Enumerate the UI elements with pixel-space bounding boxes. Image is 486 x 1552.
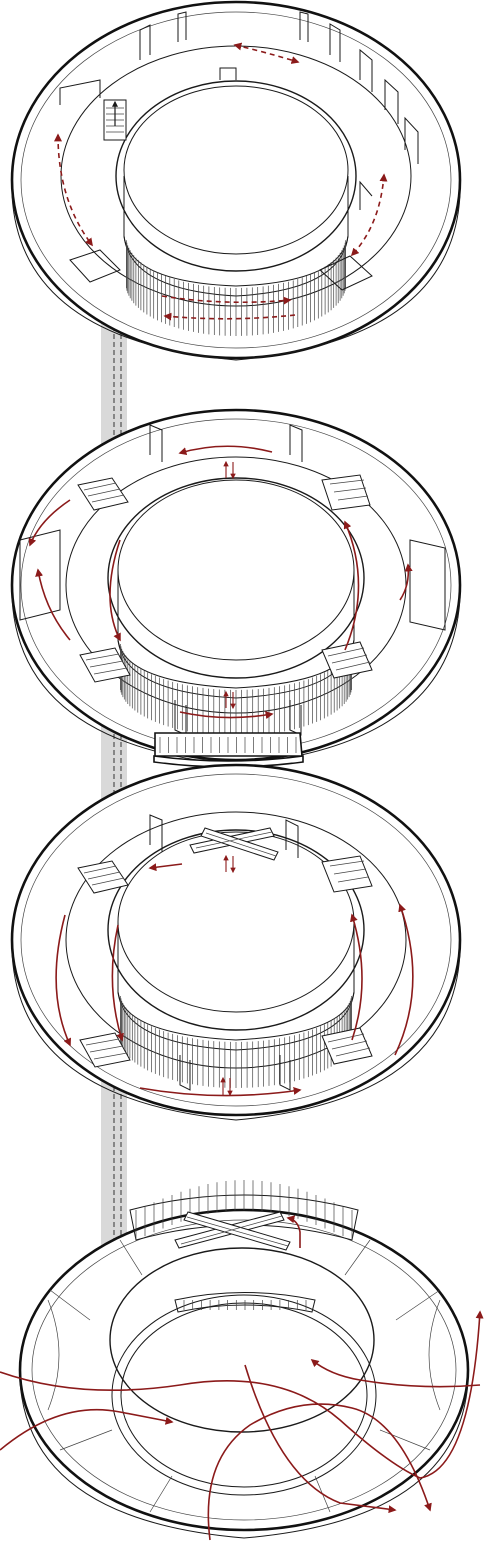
level-3-floor-plate bbox=[10, 408, 462, 768]
level-2-floor-plate bbox=[10, 763, 462, 1121]
level-1-crossing-ramps bbox=[174, 1211, 291, 1251]
level-1-circulation bbox=[0, 1215, 484, 1541]
level-2-circulation bbox=[55, 854, 414, 1097]
level-4-circulation bbox=[54, 42, 388, 321]
level-1-floor-plate bbox=[18, 1180, 470, 1539]
level-2-crossing-ramps bbox=[189, 827, 279, 861]
level-2-stairs bbox=[77, 855, 373, 1068]
level-3-circulation bbox=[28, 445, 413, 720]
level-4-floor-plate bbox=[10, 0, 462, 361]
level-1-back-colonnade bbox=[129, 1180, 359, 1313]
level-3-entrance-canopy bbox=[153, 732, 304, 768]
level-3-stairs bbox=[77, 474, 373, 683]
level-4-core-stair bbox=[103, 99, 127, 141]
